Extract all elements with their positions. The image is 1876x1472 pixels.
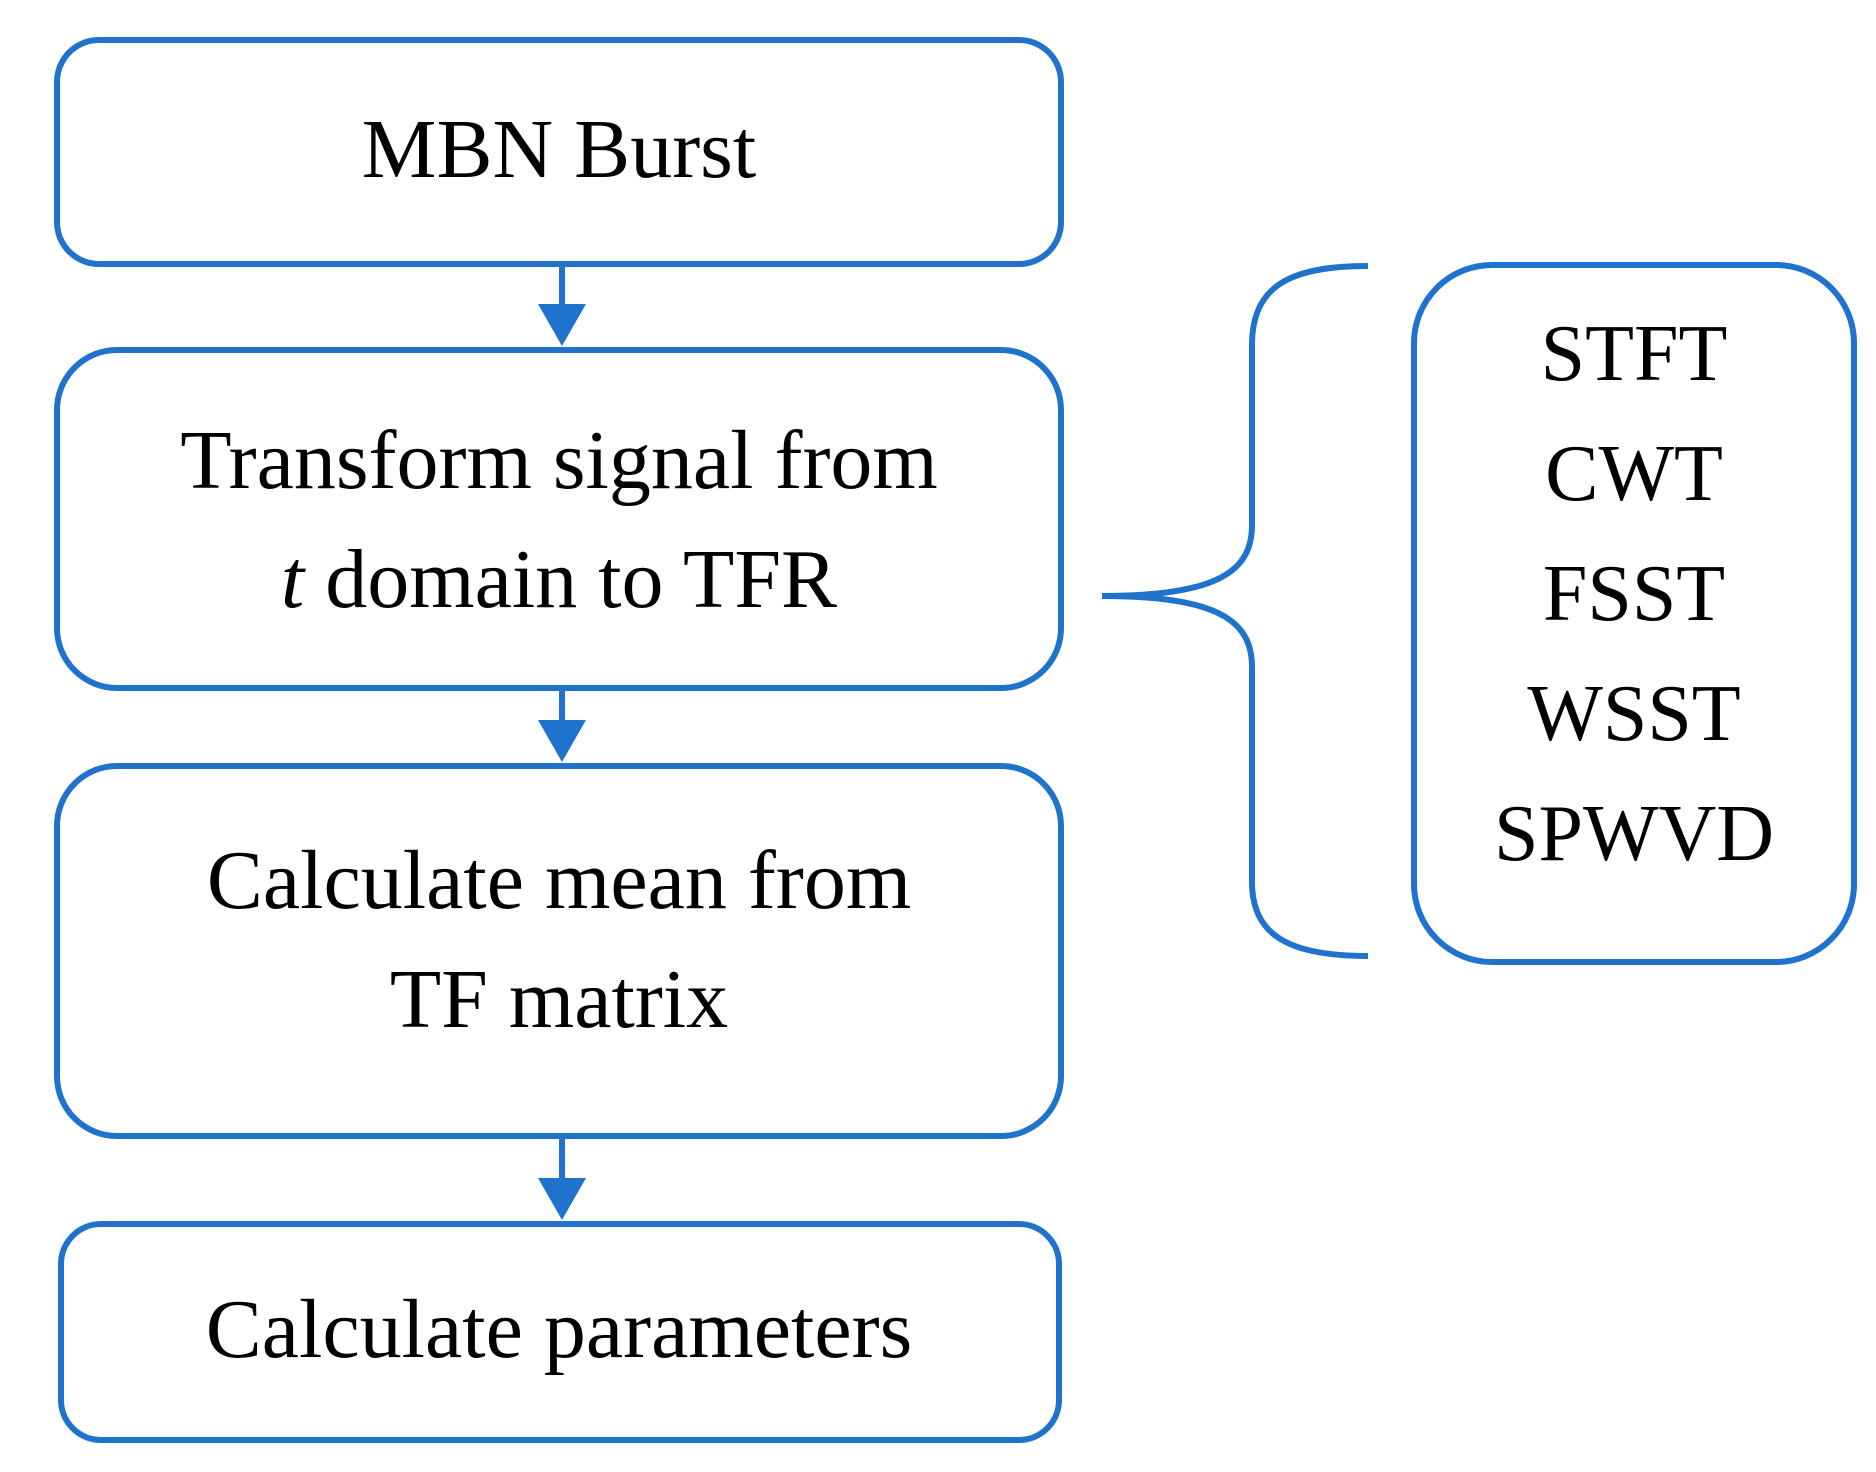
step-mbn-burst: MBN Burst — [54, 37, 1064, 267]
step-transform-signal: Transform signal from t domain to TFR — [54, 347, 1064, 691]
arrow-3 — [538, 1136, 586, 1220]
method-wsst: WSST — [1527, 670, 1740, 758]
method-cwt: CWT — [1545, 430, 1723, 518]
step-box — [58, 1221, 1062, 1443]
methods-box-border — [1411, 262, 1857, 965]
step-label-line-2: t domain to TFR — [281, 533, 837, 626]
step-label: Calculate parameters — [206, 1283, 913, 1376]
method-spwvd: SPWVD — [1494, 790, 1774, 878]
arrow-1 — [538, 264, 586, 346]
method-fsst: FSST — [1543, 550, 1725, 638]
step-label-line-1: Calculate mean from — [207, 834, 911, 927]
arrow-head-icon — [538, 1178, 586, 1220]
arrow-2 — [538, 688, 586, 762]
method-stft: STFT — [1541, 310, 1728, 398]
methods-box: STFT CWT FSST WSST SPWVD — [1411, 262, 1857, 965]
step-label: MBN Burst — [362, 103, 756, 196]
step-box — [54, 347, 1064, 691]
time-variable: t — [281, 533, 307, 626]
step-calculate-mean: Calculate mean from TF matrix — [54, 763, 1064, 1139]
step-label-line-2-rest: domain to TFR — [304, 533, 837, 626]
curly-brace — [1101, 263, 1369, 959]
step-label-line-1: Transform signal from — [180, 414, 938, 507]
step-label-line-2: TF matrix — [390, 953, 728, 1046]
step-calculate-parameters: Calculate parameters — [58, 1221, 1062, 1443]
arrow-head-icon — [538, 304, 586, 346]
arrow-head-icon — [538, 720, 586, 762]
step-box — [54, 763, 1064, 1139]
